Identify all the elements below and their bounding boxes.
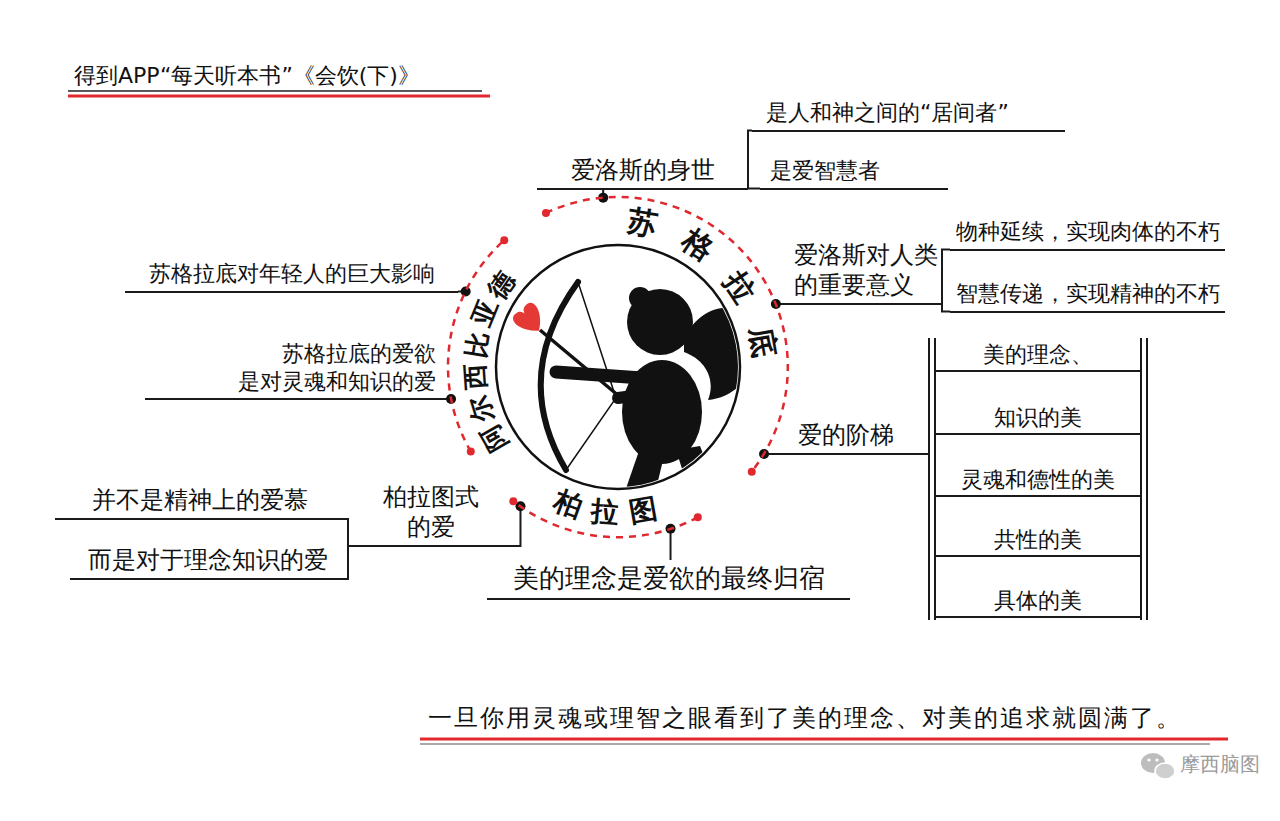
arc-band: 柏拉图 [509, 482, 701, 544]
watermark-icon [1155, 763, 1175, 779]
connector [942, 304, 950, 312]
node-text: 柏拉图式 的爱 [383, 482, 479, 542]
watermark: 摩西脑图 [1180, 752, 1260, 777]
ladder-rung [935, 433, 1141, 435]
cupid-arm [556, 372, 642, 378]
arc-end-dot [500, 237, 508, 245]
branch-node: 是人和神之间的“居间者” [752, 97, 1065, 132]
branch-dot [461, 287, 471, 297]
branch-node: 爱洛斯的身世 [537, 153, 748, 190]
arc-char: 拉 [590, 497, 620, 527]
arc-end-dot [467, 448, 475, 456]
arc-char: 德 [483, 267, 519, 303]
caption-underline [420, 743, 1210, 744]
node-text: 而是对于理念知识的爱 [88, 546, 328, 574]
node-text: 苏格拉底对年轻人的巨大影响 [149, 261, 435, 286]
node-text: 爱洛斯的身世 [571, 156, 715, 184]
node-text: 并不是精神上的爱慕 [92, 486, 308, 514]
ladder-rung [935, 370, 1141, 372]
ladder-rung [935, 495, 1141, 497]
node-text: 爱的阶梯 [798, 421, 894, 449]
caption: 一旦你用灵魂或理智之眼看到了美的理念、对美的追求就圆满了。 [428, 703, 1182, 733]
ladder-rung [935, 555, 1141, 557]
watermark-icon [1155, 758, 1158, 761]
arc-end-dot [542, 209, 550, 217]
arc-char: 西 [461, 363, 489, 391]
node-text: 智慧传递，实现精神的不朽 [956, 281, 1220, 306]
connector [513, 506, 520, 546]
node-text: 爱洛斯对人类 的重要意义 [794, 240, 938, 300]
connector [942, 250, 950, 305]
branch-node: 爱洛斯对人类 的重要意义 [790, 238, 942, 305]
cupid-leg [676, 446, 720, 506]
connector [345, 546, 348, 579]
branch-node: 柏拉图式 的爱 [348, 480, 513, 547]
arc-label: 柏拉图 [509, 482, 701, 544]
title-underline [68, 90, 482, 92]
arc-char: 拉 [719, 266, 761, 308]
ladder-step: 美的理念、 [983, 341, 1093, 369]
center-circle [496, 245, 740, 489]
ladder-step: 灵魂和德性的美 [961, 466, 1115, 494]
ladder-box: 美的理念、知识的美灵魂和德性的美共性的美具体的美 [928, 338, 1148, 620]
arc-char: 苏 [626, 206, 661, 241]
watermark-icon [1147, 758, 1150, 761]
connector [920, 453, 928, 455]
ladder-rail [928, 338, 930, 620]
arc-end-dot [509, 497, 517, 505]
arc-char: 比 [462, 330, 492, 360]
branch-node: 智慧传递，实现精神的不朽 [950, 278, 1225, 313]
arc-label: 苏格拉底 [543, 190, 795, 476]
arc-end-dot [694, 513, 702, 521]
branch-node: 爱的阶梯 [790, 418, 920, 455]
node-text: 是爱智慧者 [770, 158, 880, 183]
arc-char: 柏 [550, 486, 586, 522]
node-text: 苏格拉底的爱欲 是对灵魂和知识的爱 [238, 340, 436, 395]
dashed-arc [546, 197, 788, 472]
ladder-rail [1146, 338, 1148, 620]
ladder-step: 共性的美 [994, 526, 1082, 554]
arrow-shaft [540, 330, 626, 402]
ladder-rail [934, 338, 936, 620]
bow-string [566, 282, 616, 470]
branch-node: 苏格拉底的爱欲 是对灵魂和知识的爱 [145, 338, 440, 400]
node-text: 美的理念是爱欲的最终归宿 [513, 563, 825, 593]
branch-node: 美的理念是爱欲的最终归宿 [487, 560, 850, 600]
branch-node: 苏格拉底对年轻人的巨大影响 [125, 258, 458, 293]
bow [541, 282, 578, 470]
connector [748, 188, 760, 191]
branch-node: 物种延续，实现肉体的不朽 [950, 216, 1225, 251]
arc-char: 尔 [465, 393, 497, 425]
cupid-hair [629, 287, 651, 309]
arc-char: 格 [677, 224, 719, 266]
arc-band: 阿尔西比亚德 [441, 235, 522, 459]
cupid-figure [556, 287, 756, 506]
heart-tip [511, 300, 550, 339]
node-text: 物种延续，实现肉体的不朽 [956, 219, 1220, 244]
ladder-rail [1140, 338, 1142, 620]
connector [748, 131, 752, 190]
arc-end-dot [748, 468, 756, 476]
caption-underline [420, 738, 1228, 741]
branch-node: 而是对于理念知识的爱 [70, 543, 345, 580]
node-text: 是人和神之间的“居间者” [766, 100, 1009, 125]
arc-char: 底 [744, 324, 779, 359]
ladder-step: 具体的美 [994, 587, 1082, 615]
title-underline [68, 95, 490, 98]
arc-label: 阿尔西比亚德 [441, 235, 522, 459]
ladder-step: 知识的美 [994, 404, 1082, 432]
arc-char: 图 [627, 495, 659, 527]
branch-node: 是爱智慧者 [760, 155, 948, 190]
title: 得到APP“每天听本书”《会饮(下)》 [74, 62, 420, 90]
arc-char: 阿 [476, 421, 512, 457]
branch-node: 并不是精神上的爱慕 [55, 483, 345, 520]
ladder-rung [935, 616, 1141, 618]
arc-band: 苏格拉底 [543, 190, 795, 476]
arc-char: 亚 [468, 296, 502, 330]
